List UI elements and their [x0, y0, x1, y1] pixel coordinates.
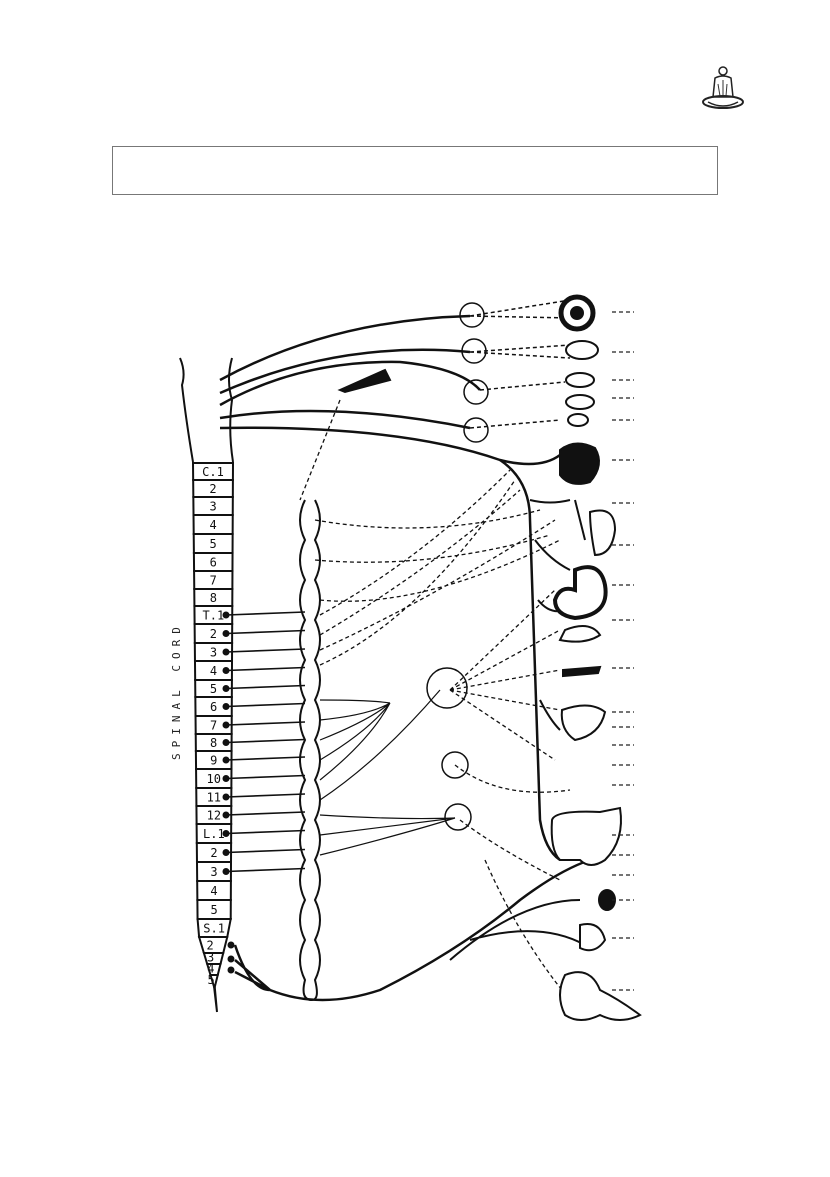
segment-label: 3: [209, 500, 216, 514]
preganglionic-fiber: [225, 811, 306, 816]
preganglionic-fiber: [225, 629, 306, 635]
salivary-gland-organ: [565, 394, 595, 410]
adrenal-organ: [562, 665, 602, 678]
segment-label: 5: [208, 973, 215, 987]
segment-label: 12: [207, 809, 221, 823]
segment-label: L.1: [203, 827, 225, 841]
meditating-figure-icon: [702, 66, 744, 109]
segment-label: 3: [207, 951, 214, 965]
preganglionic-fiber: [225, 793, 306, 798]
cord-title: SPINAL CORD: [170, 621, 183, 760]
cord-tip: [213, 986, 218, 1013]
segment-label: 8: [210, 736, 217, 750]
segment-label: 7: [210, 574, 217, 588]
preganglionic-fiber: [225, 721, 306, 726]
segment-label: 11: [207, 791, 221, 805]
segment-label: 10: [207, 772, 221, 786]
preganglionic-fiber: [225, 648, 306, 653]
segment-label: 4: [210, 664, 217, 678]
segment-label: C.1: [202, 465, 224, 479]
organ-label-ticks: [612, 311, 634, 991]
lung-organ: [574, 499, 617, 557]
segment-label: 2: [210, 627, 217, 641]
root-dot: [227, 966, 235, 974]
intestine-organ: [550, 806, 622, 866]
root-dot: [227, 955, 235, 963]
parotid-gland-organ: [565, 372, 595, 388]
preganglionic-fiber: [225, 702, 306, 708]
segment-label: 3: [210, 865, 217, 879]
preganglionic-fiber: [225, 867, 306, 873]
segment-label: 4: [210, 518, 217, 532]
segment-label: 3: [210, 646, 217, 660]
preganglionic-fiber: [225, 738, 306, 744]
lacrimal-gland-organ: [565, 340, 599, 360]
preganglionic-fiber: [225, 666, 306, 672]
segment-label: 5: [210, 537, 217, 551]
liver-organ: [560, 704, 607, 742]
preganglionic-fiber: [225, 684, 306, 690]
heart-organ: [559, 442, 600, 485]
segment-label: 6: [210, 556, 217, 570]
root-dot: [227, 941, 235, 949]
brain-stem: [179, 357, 234, 463]
segment-label: 5: [210, 903, 217, 917]
preganglionic-fiber: [225, 829, 306, 835]
spinal-cord: C.12345678T.123456789101112L.12345S.1234…: [191, 462, 235, 1013]
preganglionic-fiber: [225, 611, 306, 616]
segment-label: 6: [210, 700, 217, 714]
organs: [337, 294, 642, 1021]
pancreas-organ: [558, 625, 602, 643]
bladder-organ: [579, 923, 607, 952]
caption-box: [112, 146, 718, 195]
segment-label: 7: [210, 719, 217, 733]
segment-label: 2: [207, 939, 214, 953]
preganglionic-fiber: [225, 848, 306, 854]
segment-label: 5: [210, 682, 217, 696]
segment-label: S.1: [203, 922, 225, 936]
preganglionic-fiber: [225, 774, 306, 780]
segment-label: 2: [210, 846, 217, 860]
preganglionic-fiber: [225, 756, 306, 761]
segment-label: 9: [210, 754, 217, 768]
segment-label: 8: [210, 591, 217, 605]
segment-label: 4: [210, 884, 217, 898]
segment-label: 4: [207, 962, 214, 976]
stomach-organ: [552, 565, 608, 621]
genital-organ: [559, 971, 642, 1021]
blood-vessel-organ: [337, 368, 392, 394]
nerve-fibers: [219, 299, 591, 1002]
segment-label: 2: [209, 482, 216, 496]
segment-label: T.1: [203, 609, 225, 623]
